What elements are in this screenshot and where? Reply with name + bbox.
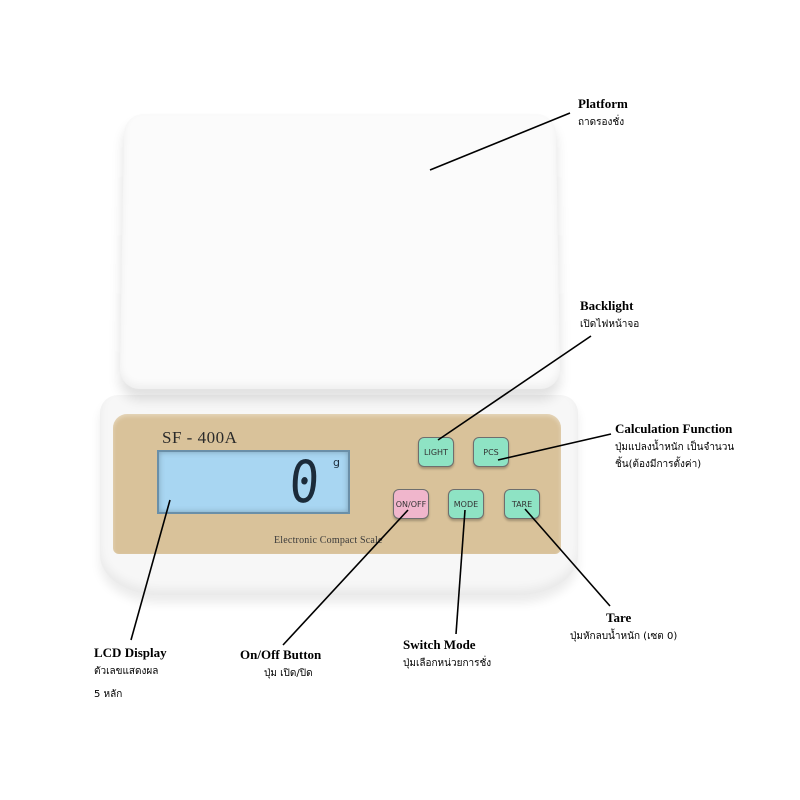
tare-callout-line	[524, 508, 611, 607]
calculation-label-en: Calculation Function	[615, 421, 733, 436]
pcs-button[interactable]: PCS	[473, 437, 509, 467]
lcd-label-th1: ตัวเลขแสดงผล	[94, 666, 159, 677]
mode-button[interactable]: MODE	[448, 489, 484, 519]
tare-label-th: ปุ่มหักลบน้ำหนัก (เซต 0)	[570, 631, 678, 642]
tare-label-en: Tare	[606, 610, 632, 625]
onoff-label-th: ปุ่ม เปิด/ปิด	[264, 668, 313, 679]
lcd-label-th2: 5 หลัก	[94, 689, 123, 700]
model-number: SF - 400A	[162, 428, 238, 447]
platform-label-th: ถาดรองชั่ง	[578, 117, 625, 128]
onoff-label-en: On/Off Button	[240, 647, 322, 662]
light-button[interactable]: LIGHT	[418, 437, 454, 467]
backlight-callout-line	[437, 335, 592, 441]
backlight-label-th: เปิดไฟหน้าจอ	[580, 319, 640, 330]
calculation-callout-line	[497, 433, 612, 461]
lcd-display: 0 g	[157, 448, 350, 516]
backlight-label: Backlight เปิดไฟหน้าจอ	[580, 298, 639, 332]
onoff-button[interactable]: ON/OFF	[393, 489, 429, 519]
lcd-label: LCD Display ตัวเลขแสดงผล 5 หลัก	[94, 645, 167, 702]
onoff-label: On/Off Button ปุ่ม เปิด/ปิด	[240, 647, 321, 681]
lcd-callout-line	[130, 499, 171, 641]
brand-text: Electronic Compact Scale	[274, 535, 383, 546]
lcd-label-en: LCD Display	[94, 645, 167, 660]
tare-button[interactable]: TARE	[504, 489, 540, 519]
lcd-unit: g	[333, 456, 340, 469]
switch-mode-label-th: ปุ่มเลือกหน่วยการชั่ง	[403, 658, 492, 669]
platform-label: Platform ถาดรองชั่ง	[578, 96, 628, 130]
backlight-label-en: Backlight	[580, 298, 634, 313]
switch-mode-label: Switch Mode ปุ่มเลือกหน่วยการชั่ง	[403, 637, 491, 671]
calculation-label-th2: ชิ้น(ต้องมีการตั้งค่า)	[615, 459, 702, 470]
calculation-label: Calculation Function ปุ่มแปลงน้ำหนัก เป็…	[615, 421, 734, 472]
switch-mode-label-en: Switch Mode	[403, 637, 476, 652]
mode-callout-line	[455, 509, 466, 635]
tare-label: Tare ปุ่มหักลบน้ำหนัก (เซต 0)	[570, 610, 677, 644]
calculation-label-th1: ปุ่มแปลงน้ำหนัก เป็นจำนวน	[615, 442, 735, 453]
onoff-callout-line	[282, 509, 409, 646]
platform-label-en: Platform	[578, 96, 628, 111]
platform-callout-line	[429, 112, 571, 171]
